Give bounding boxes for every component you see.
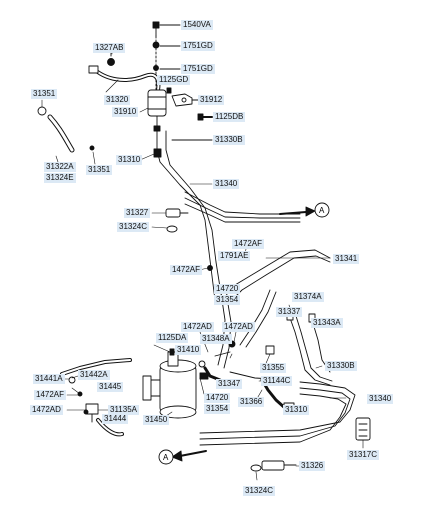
label-31340: 31340 — [367, 394, 394, 404]
label-31366: 31366 — [238, 397, 265, 407]
label-31320: 31320 — [104, 95, 131, 105]
label-31317c: 31317C — [347, 450, 380, 460]
label-31450: 31450 — [143, 415, 170, 425]
label-31330b: 31330B — [325, 361, 357, 371]
label-1327ab: 1327AB — [93, 43, 126, 53]
hose-31320 — [88, 65, 161, 92]
clip-31317c — [355, 417, 371, 441]
label-1791ae: 1791AE — [218, 251, 251, 261]
label-1472ad: 1472AD — [222, 322, 255, 332]
canister-31450 — [142, 351, 209, 419]
marker-a-top: A — [319, 206, 325, 215]
label-31135a: 31135A — [108, 405, 139, 415]
tube-bundle-31340-upper — [184, 191, 301, 223]
label-31347: 31347 — [216, 379, 243, 389]
label-31330b: 31330B — [213, 135, 245, 145]
label-31310: 31310 — [283, 405, 310, 415]
screw-1751gd-upper — [152, 41, 181, 49]
label-1751gd: 1751GD — [181, 41, 215, 51]
label-1125db: 1125DB — [213, 112, 246, 122]
arrow-to-a-bottom — [158, 449, 207, 465]
tube-bundle-31340-lower — [199, 371, 356, 446]
label-1125gd: 1125GD — [157, 75, 191, 85]
label-31144c: 31144C — [261, 376, 293, 386]
label-31354: 31354 — [204, 404, 231, 414]
label-31310: 31310 — [116, 155, 143, 165]
label-1472ad: 1472AD — [181, 322, 214, 332]
label-31348a: 31348A — [200, 334, 232, 344]
label-31410: 31410 — [175, 345, 202, 355]
clip-31327 — [165, 208, 189, 233]
label-1751gd: 1751GD — [181, 64, 215, 74]
label-31354: 31354 — [214, 295, 241, 305]
label-31337: 31337 — [276, 307, 303, 317]
label-31327: 31327 — [124, 208, 151, 218]
label-31355: 31355 — [260, 363, 287, 373]
label-1540va: 1540VA — [181, 20, 213, 30]
label-31442a: 31442A — [78, 370, 110, 380]
label-31322a: 31322A — [44, 162, 76, 172]
hose-31322a — [37, 106, 95, 153]
label-14720: 14720 — [214, 284, 241, 294]
label-31441a: 31441A — [33, 374, 65, 384]
label-31326: 31326 — [299, 461, 326, 471]
label-31343a: 31343A — [311, 318, 343, 328]
label-1472af: 1472AF — [34, 390, 67, 400]
label-31341: 31341 — [333, 254, 360, 264]
label-1472af: 1472AF — [170, 265, 203, 275]
label-31910: 31910 — [112, 107, 139, 117]
arrow-to-a-top — [279, 202, 330, 218]
label-31912: 31912 — [198, 95, 225, 105]
bolt-1125gd — [166, 87, 172, 94]
label-31324c: 31324C — [243, 486, 276, 496]
label-31445: 31445 — [97, 382, 124, 392]
label-31374a: 31374A — [292, 292, 324, 302]
clip-31326 — [250, 460, 297, 472]
clip-1327ab — [107, 52, 115, 66]
hose-31441a — [60, 358, 132, 384]
label-1125da: 1125DA — [156, 333, 189, 343]
fuel-filter-31910 — [147, 89, 167, 132]
clip-31355 — [265, 345, 275, 355]
label-14720: 14720 — [204, 393, 231, 403]
label-1472af: 1472AF — [232, 239, 265, 249]
marker-a-bottom: A — [163, 453, 169, 462]
bracket-31912 — [171, 93, 199, 107]
label-31324c: 31324C — [117, 222, 150, 232]
label-31340: 31340 — [213, 179, 240, 189]
label-31444: 31444 — [102, 414, 129, 424]
bolt-1540va — [152, 21, 181, 37]
fitting-31135a — [77, 391, 99, 423]
label-31324e: 31324E — [44, 173, 76, 183]
label-31351: 31351 — [31, 89, 58, 99]
label-31351: 31351 — [86, 165, 113, 175]
hose-31444 — [96, 418, 124, 437]
label-1472ad: 1472AD — [30, 405, 63, 415]
bolt-1125db — [197, 113, 213, 121]
leader-lines — [41, 47, 364, 481]
hose-31347 — [198, 360, 222, 382]
nozzle-31410 — [169, 348, 175, 356]
